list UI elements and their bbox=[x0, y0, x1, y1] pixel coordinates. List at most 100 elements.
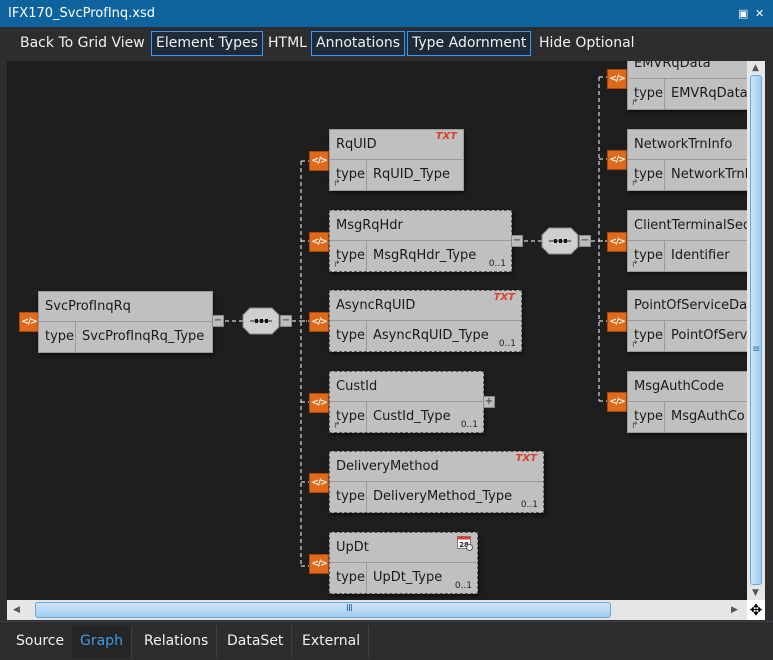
scroll-left-arrow[interactable]: ◀ bbox=[13, 605, 20, 615]
collapse-toggle[interactable]: − bbox=[579, 235, 591, 247]
cardinality-label: 0..1 bbox=[520, 500, 538, 510]
element-name: NetworkTrnInfo bbox=[628, 130, 747, 160]
type-link-icon: ↱ bbox=[631, 340, 639, 350]
close-icon[interactable]: ✕ bbox=[755, 7, 765, 20]
expand-toggle[interactable]: + bbox=[483, 396, 495, 408]
tab-external[interactable]: External bbox=[294, 626, 370, 658]
type-value: EMVRqData bbox=[671, 86, 747, 101]
type-link-icon: ↱ bbox=[333, 179, 341, 189]
type-value: NetworkTrnI bbox=[671, 167, 747, 182]
element-name: CustId bbox=[330, 372, 483, 402]
element-icon: </> bbox=[607, 312, 627, 332]
text-type-badge: TXT bbox=[435, 131, 457, 142]
element-node-deliverymethod[interactable]: DeliveryMethod TXT type DeliveryMethod_Ty… bbox=[329, 451, 544, 513]
cardinality-label: 0..1 bbox=[454, 581, 472, 591]
cardinality-label: 0..1 bbox=[460, 420, 478, 430]
vertical-scroll-thumb[interactable]: ≡ bbox=[750, 75, 762, 585]
text-type-badge: TXT bbox=[515, 453, 537, 464]
cardinality-label: 0..1 bbox=[498, 339, 516, 349]
type-label: type bbox=[628, 241, 665, 271]
scroll-grip-icon: ≡ bbox=[752, 344, 761, 355]
element-icon: </> bbox=[309, 151, 329, 171]
type-value: AsyncRqUID_Type bbox=[373, 328, 489, 343]
calendar-icon: 28 bbox=[457, 536, 473, 551]
type-link-icon: ↱ bbox=[631, 260, 639, 270]
element-name: PointOfServiceDat bbox=[628, 291, 747, 321]
type-label: type bbox=[628, 79, 665, 109]
horizontal-scrollbar[interactable]: ◀ III ▶ bbox=[7, 600, 747, 620]
element-name: MsgRqHdr bbox=[330, 211, 511, 241]
element-icon: </> bbox=[607, 150, 627, 170]
element-name: EMVRqData bbox=[628, 61, 747, 79]
element-name: UpDt bbox=[330, 533, 477, 563]
tab-source[interactable]: Source bbox=[8, 626, 74, 658]
tab-relations[interactable]: Relations bbox=[136, 626, 218, 658]
scroll-right-arrow[interactable]: ▶ bbox=[731, 605, 738, 615]
scroll-up-arrow[interactable]: ▲ bbox=[752, 63, 759, 73]
type-value: UpDt_Type bbox=[373, 570, 443, 585]
type-label: type bbox=[628, 402, 665, 432]
element-icon: </> bbox=[309, 232, 329, 252]
element-name: RqUID bbox=[330, 130, 463, 160]
element-node-asyncrquid[interactable]: AsyncRqUID TXT type AsyncRqUID_Type 0..1 bbox=[329, 290, 522, 352]
collapse-toggle[interactable]: − bbox=[511, 235, 523, 247]
element-name: AsyncRqUID bbox=[330, 291, 521, 321]
element-types-button[interactable]: Element Types bbox=[151, 31, 263, 56]
type-value: SvcProfInqRq_Type bbox=[82, 329, 205, 344]
vertical-scrollbar[interactable]: ▲ ≡ ▼ bbox=[747, 61, 765, 600]
element-name: MsgAuthCode bbox=[628, 372, 747, 402]
back-to-grid-view-button[interactable]: Back To Grid View bbox=[20, 35, 145, 51]
element-icon: </> bbox=[309, 312, 329, 332]
type-value: Identifier bbox=[671, 248, 730, 263]
type-value: MsgAuthCo bbox=[671, 409, 745, 424]
element-name: DeliveryMethod bbox=[330, 452, 543, 482]
collapse-toggle[interactable]: − bbox=[212, 315, 224, 327]
type-value: MsgRqHdr_Type bbox=[373, 248, 477, 263]
tab-dataset[interactable]: DataSet bbox=[219, 626, 293, 658]
hide-optional-button[interactable]: Hide Optional bbox=[539, 35, 635, 51]
scroll-grip-icon: III bbox=[346, 603, 353, 614]
type-label: type bbox=[330, 402, 367, 432]
horizontal-scroll-thumb[interactable]: III bbox=[35, 602, 611, 618]
type-label: type bbox=[330, 321, 367, 351]
type-value: DeliveryMethod_Type bbox=[373, 489, 513, 504]
view-tabs: Source Graph Relations DataSet External bbox=[0, 621, 773, 660]
html-button[interactable]: HTML bbox=[268, 35, 307, 51]
pin-icon[interactable]: ▣ bbox=[738, 7, 749, 20]
type-label: type bbox=[330, 563, 367, 593]
element-icon: </> bbox=[309, 473, 329, 493]
scroll-down-arrow[interactable]: ▼ bbox=[752, 588, 759, 598]
type-label: type bbox=[330, 241, 367, 271]
element-node-updt[interactable]: UpDt 28 type UpDt_Type 0..1 bbox=[329, 532, 478, 594]
type-link-icon: ↱ bbox=[333, 421, 341, 431]
type-adornment-button[interactable]: Type Adornment bbox=[407, 31, 532, 56]
toolbar: Back To Grid View Element Types HTML Ann… bbox=[0, 27, 773, 59]
tab-graph[interactable]: Graph bbox=[72, 626, 132, 658]
type-label: type bbox=[330, 482, 367, 512]
element-icon: </> bbox=[309, 393, 329, 413]
sequence-compositor-icon[interactable] bbox=[242, 307, 280, 335]
type-label: type bbox=[628, 321, 665, 351]
pan-icon[interactable]: ✥ bbox=[747, 600, 765, 620]
type-value: CustId_Type bbox=[373, 409, 451, 424]
connector-lines bbox=[225, 76, 607, 567]
element-node-custid[interactable]: CustId type CustId_Type 0..1 ↱ bbox=[329, 371, 484, 433]
collapse-toggle[interactable]: − bbox=[280, 315, 292, 327]
window-title-bar: IFX170_SvcProfInq.xsd ▣ ✕ bbox=[0, 0, 773, 27]
annotations-button[interactable]: Annotations bbox=[311, 31, 406, 56]
sequence-compositor-icon[interactable] bbox=[541, 227, 579, 255]
svg-text:28: 28 bbox=[459, 541, 469, 549]
type-value: RqUID_Type bbox=[373, 167, 451, 182]
element-icon: </> bbox=[607, 69, 627, 89]
text-type-badge: TXT bbox=[493, 292, 515, 303]
element-icon: </> bbox=[607, 232, 627, 252]
